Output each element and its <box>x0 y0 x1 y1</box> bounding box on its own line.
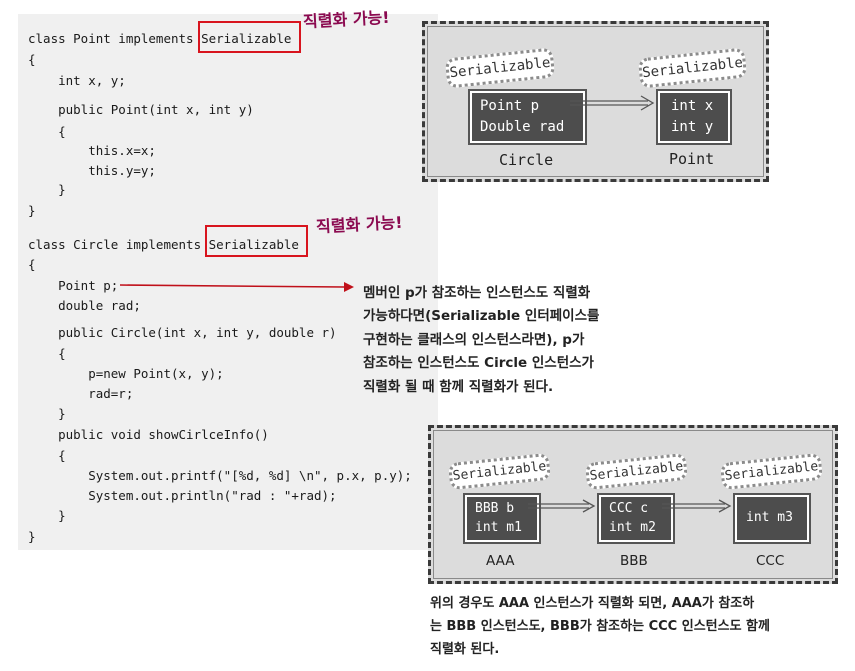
serializable-highlight-box <box>198 21 301 53</box>
code-line: } <box>28 406 66 421</box>
code-line: int x, y; <box>28 73 126 88</box>
code-line: { <box>28 346 66 361</box>
field-text: int y <box>671 119 714 135</box>
code-line: this.y=y; <box>28 163 156 178</box>
ccc-label: CCC <box>756 553 785 569</box>
code-line: rad=r; <box>28 386 134 401</box>
code-line: public void showCirlceInfo() <box>28 427 269 442</box>
member-note-line: 구현하는 클래스의 인스턴스라면), p가 <box>363 332 585 348</box>
code-line: } <box>28 182 66 197</box>
field-text: CCC c <box>609 501 649 516</box>
field-text: BBB b <box>475 501 515 516</box>
code-line: } <box>28 203 36 218</box>
field-text: int x <box>671 98 714 114</box>
code-line: public Circle(int x, int y, double r) <box>28 325 337 340</box>
code-panel-circle-lower <box>18 412 428 550</box>
code-line: System.out.println("rad : "+rad); <box>28 488 337 503</box>
serializable-highlight-box <box>205 225 308 257</box>
code-line: Point p; <box>28 278 119 293</box>
member-note-line: 직렬화 될 때 함께 직렬화가 된다. <box>363 379 554 395</box>
code-line: this.x=x; <box>28 143 156 158</box>
point-instance-box: int x int y <box>658 91 730 143</box>
member-note-line: 참조하는 인스턴스도 Circle 인스턴스가 <box>363 355 594 371</box>
code-line: class Circle implements Serializable <box>28 237 299 252</box>
aaa-instance-box: BBB b int m1 <box>465 495 539 542</box>
member-note-line: 가능하다면(Serializable 인터페이스를 <box>363 308 600 324</box>
bottom-note-line: 직렬화 된다. <box>430 642 500 657</box>
bottom-note-line: 는 BBB 인스턴스도, BBB가 참조하는 CCC 인스턴스도 함께 <box>430 619 770 634</box>
circle-label: Circle <box>499 151 554 169</box>
field-text: int m3 <box>746 510 793 525</box>
code-line: { <box>28 124 66 139</box>
code-line: class Point implements Serializable <box>28 31 292 46</box>
circle-instance-box: Point p Double rad <box>470 91 585 143</box>
point-label: Point <box>669 150 715 168</box>
code-line: System.out.printf("[%d, %d] \n", p.x, p.… <box>28 468 412 483</box>
member-note-line: 멤버인 p가 참조하는 인스턴스도 직렬화 <box>363 285 591 301</box>
ccc-instance-box: int m3 <box>735 495 809 542</box>
field-text: int m2 <box>609 520 656 535</box>
code-line: { <box>28 52 36 67</box>
field-text: Double rad <box>480 119 565 135</box>
aaa-label: AAA <box>486 553 515 569</box>
code-line: { <box>28 257 36 272</box>
code-line: public Point(int x, int y) <box>28 102 254 117</box>
code-line: } <box>28 529 36 544</box>
field-text: int m1 <box>475 520 522 535</box>
code-line: p=new Point(x, y); <box>28 366 224 381</box>
bbb-instance-box: CCC c int m2 <box>599 495 673 542</box>
code-line: double rad; <box>28 298 141 313</box>
bbb-label: BBB <box>620 553 648 569</box>
code-line: } <box>28 508 66 523</box>
bottom-note-line: 위의 경우도 AAA 인스턴스가 직렬화 되면, AAA가 참조하 <box>430 596 755 611</box>
code-line: { <box>28 448 66 463</box>
field-text: Point p <box>480 98 540 114</box>
